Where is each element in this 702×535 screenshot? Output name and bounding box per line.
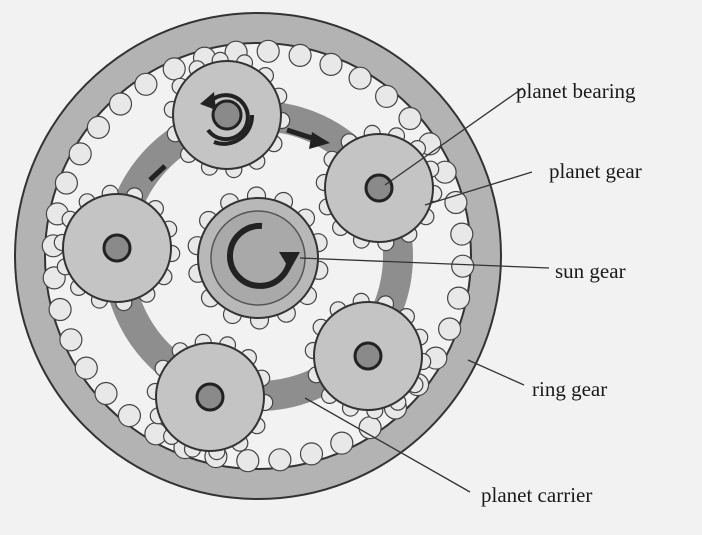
leader-ring-gear (467, 359, 525, 386)
ring-gear-tooth (94, 381, 118, 406)
label-planet-carrier: planet carrier (481, 483, 592, 507)
carrier-motion-tail-mark (148, 164, 167, 182)
planet-rotation-arrow-icon (206, 93, 250, 142)
planet-bearing (195, 382, 225, 412)
ring-gear-tooth (375, 84, 399, 109)
ring-gear-tooth (134, 72, 158, 96)
ring-gear-tooth (86, 115, 111, 140)
ring-gear-tooth (54, 171, 79, 195)
ring-gear-tooth (348, 66, 372, 90)
planet-gears (53, 51, 443, 461)
ring-gear-tooth (117, 404, 141, 428)
ring-gear-tooth (398, 106, 422, 131)
label-sun-gear: sun gear (555, 259, 626, 283)
sun-rotation-arrowhead-icon (279, 252, 300, 270)
ring-gear-tooth (59, 328, 83, 352)
ring-gear-tooth (451, 254, 475, 278)
planet-bearing (211, 99, 243, 131)
ring-gear-tooth (447, 286, 471, 310)
label-planet-bearing: planet bearing (516, 79, 636, 103)
ring-gear-tooth (319, 52, 343, 77)
ring-gear-tooth (330, 431, 354, 455)
planet-gear-bottom-right (304, 292, 432, 420)
ring-gear-tooth (74, 356, 98, 380)
label-ring-gear: ring gear (532, 377, 607, 401)
ring-gear-tooth (268, 448, 292, 472)
ring-gear-tooth (288, 43, 312, 68)
ring-gear-tooth (108, 92, 133, 116)
planet-bearing (102, 233, 132, 263)
leader-planet-bearing (384, 87, 524, 186)
planet-gear-bottom-left (146, 333, 274, 461)
planet-bearing (353, 341, 383, 371)
planet-gear-right (315, 124, 443, 252)
ring-gear-tooth (438, 317, 462, 341)
ring-gear-tooth (236, 449, 260, 473)
leader-planet-gear (424, 171, 533, 206)
planet-bearing (364, 173, 394, 203)
leader-sun-gear (299, 257, 550, 269)
ring-gear-tooth (450, 222, 474, 246)
planet-gear-top (163, 51, 291, 179)
planet-rotation-outer-arrow-icon (213, 114, 255, 146)
ring-gear-tooth (299, 442, 324, 466)
ring-gear-tooth (162, 57, 186, 81)
label-planet-gear: planet gear (549, 159, 642, 183)
ring-gear-tooth (256, 39, 280, 63)
planet-arrowhead-icon (200, 92, 216, 110)
carrier-arrowhead-icon (309, 132, 330, 149)
ring-gear-tooth (68, 142, 92, 166)
leader-planet-carrier (304, 397, 471, 493)
ring-gear-tooth (48, 297, 72, 322)
sun-rotation-arrow-icon (227, 222, 293, 289)
planet-gear-left (53, 184, 181, 312)
